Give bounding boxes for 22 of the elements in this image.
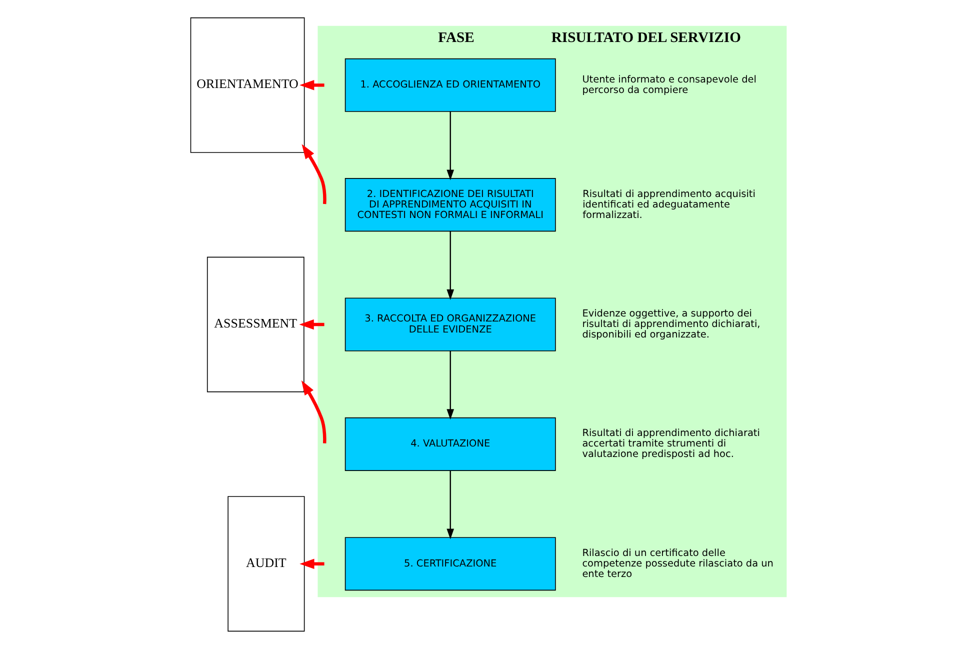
- node-label: Utente informato e consapevole del percorso da compiere: [582, 74, 756, 96]
- arrow: [446, 350, 454, 420]
- arrow: [446, 112, 454, 180]
- node-box: AUDIT: [227, 496, 304, 632]
- node-box: ORIENTAMENTO: [190, 17, 304, 153]
- arrow: [301, 144, 326, 204]
- node-label: Rilascio di un certificato delle competenze possedute rilasciato da un ente terzo: [582, 548, 773, 580]
- node-label: Risultati di apprendimento acquisiti identificati ed adeguatamente formalizzati.: [582, 188, 755, 221]
- arrow: [298, 319, 324, 330]
- arrow: [446, 231, 454, 300]
- node-box: 5. CERTIFICAZIONE: [344, 537, 556, 591]
- arrow: [299, 558, 324, 569]
- arrow: [300, 380, 326, 444]
- node-box: 3. RACCOLTA ED ORGANIZZAZIONE DELLE EVIDENZE: [344, 298, 556, 352]
- node-label: Risultati di apprendimento dichiarati accertati tramite strumenti di valutazione predisposti ad hoc.: [582, 428, 760, 460]
- node-box: 4. VALUTAZIONE: [344, 417, 556, 471]
- node-box: 1. ACCOGLIENZA ED ORIENTAMENTO: [344, 58, 556, 112]
- node-box: ASSESSMENT: [206, 256, 304, 392]
- arrow: [299, 80, 324, 90]
- node-label: Evidenze oggettive, a supporto dei risultati di apprendimento dichiarati, disponibili ed organizzate.: [582, 308, 760, 341]
- node-box: 2. IDENTIFICAZIONE DEI RISULTATI DI APPRENDIMENTO ACQUISITI IN CONTESTI NON FORMALI E INFORMALI: [344, 178, 556, 232]
- arrow: [446, 470, 454, 540]
